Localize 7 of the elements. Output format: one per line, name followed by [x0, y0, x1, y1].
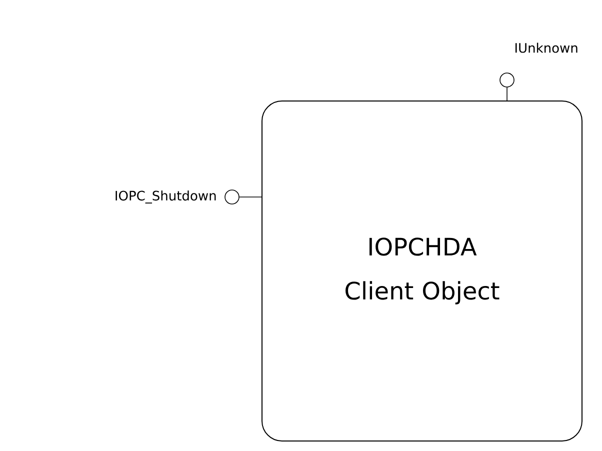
interface-circle — [500, 72, 514, 88]
interface-label: IOPC_Shutdown — [116, 190, 216, 204]
object-box: IOPCHDA Client Object — [262, 100, 582, 442]
connector-line — [506, 87, 508, 101]
connector-line — [239, 196, 262, 198]
interface-label: IUnknown — [515, 42, 578, 53]
interface-circle — [224, 190, 240, 204]
